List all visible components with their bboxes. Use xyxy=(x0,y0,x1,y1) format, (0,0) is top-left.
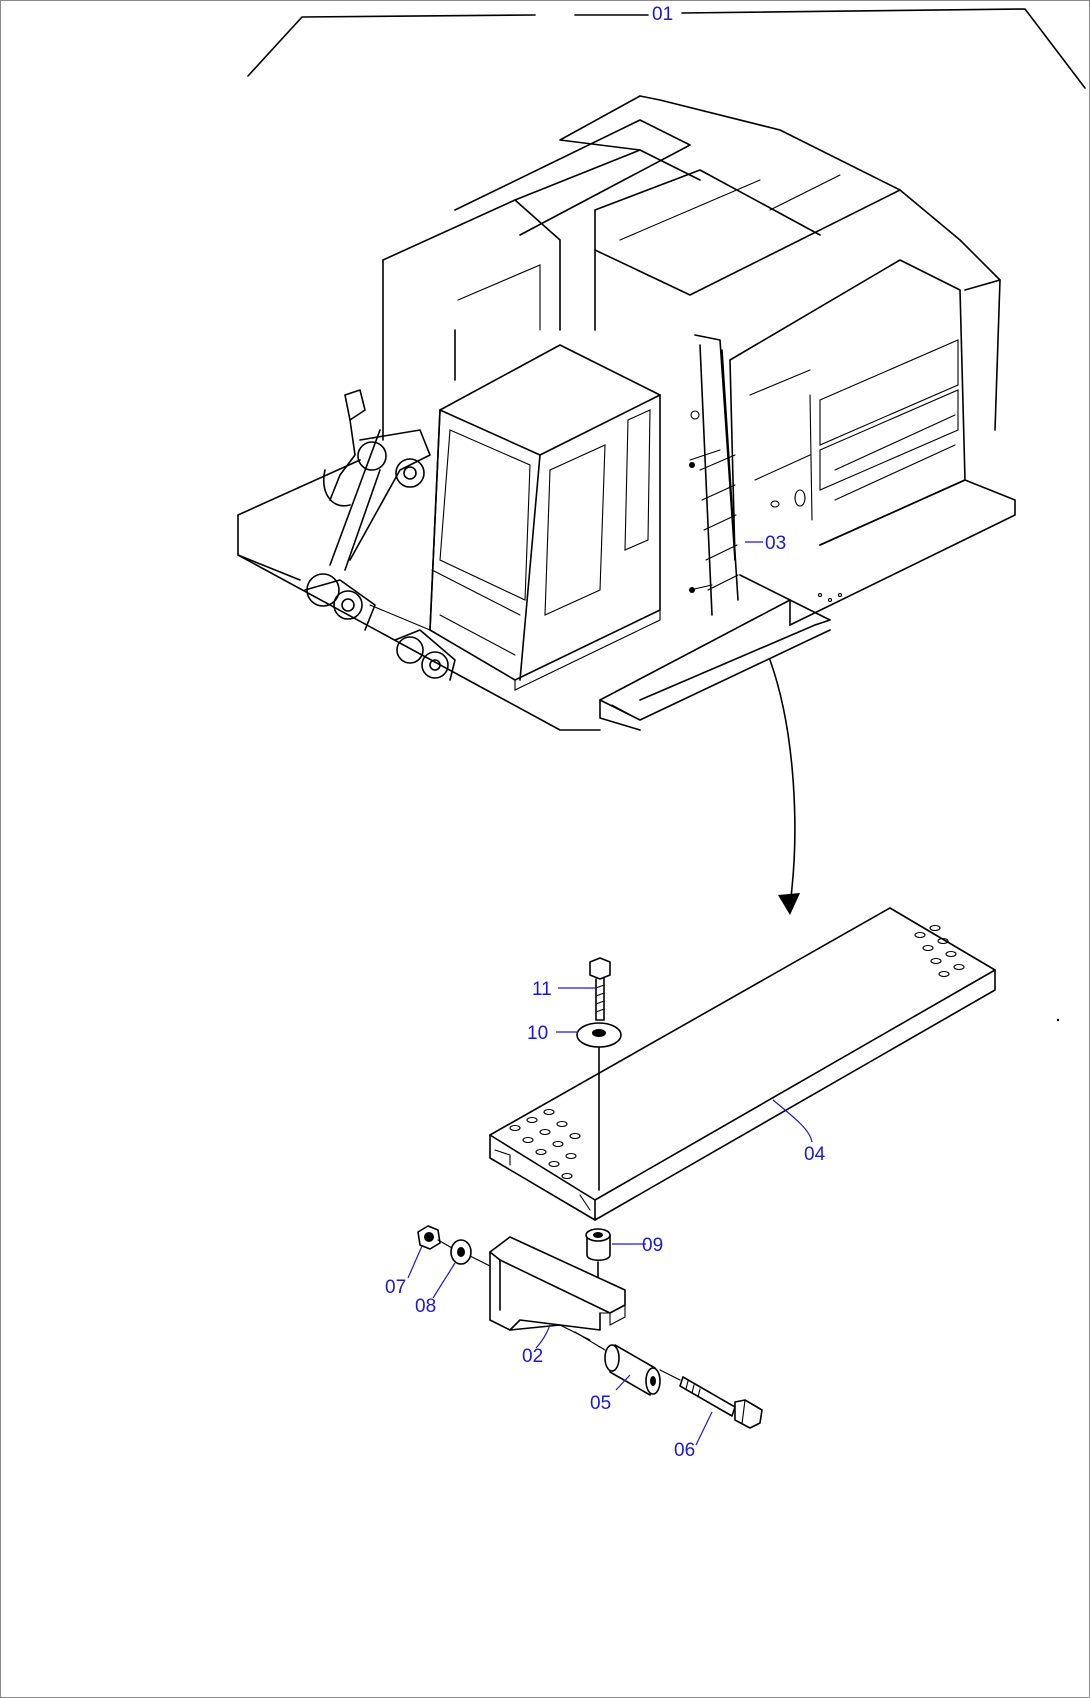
label-04: 04 xyxy=(804,1144,826,1165)
stray-dot xyxy=(1056,1018,1060,1022)
nut-07-part xyxy=(417,1225,441,1250)
callout-labels: 01 02 03 04 05 06 07 08 09 10 11 xyxy=(385,4,826,1461)
assembly-bracket xyxy=(247,8,1086,89)
label-02: 02 xyxy=(522,1346,543,1367)
bolt-axis-line-2 xyxy=(659,1369,681,1381)
label-11: 11 xyxy=(532,979,552,1000)
bolt-11-part xyxy=(589,957,611,1021)
label-10: 10 xyxy=(527,1023,548,1044)
label-07: 07 xyxy=(385,1277,406,1298)
label-06: 06 xyxy=(674,1440,695,1461)
washer-10-part xyxy=(576,1022,622,1048)
washer-08-part xyxy=(450,1239,472,1265)
sleeve-05-part xyxy=(604,1344,661,1396)
label-01: 01 xyxy=(652,4,673,25)
step-plate-part xyxy=(489,907,996,1221)
sleeve-axis-line xyxy=(574,1331,606,1351)
detail-arrow xyxy=(769,659,800,915)
label-09: 09 xyxy=(642,1235,663,1256)
label-05: 05 xyxy=(590,1393,611,1414)
nut-axis-line xyxy=(437,1239,491,1267)
collar-09-part xyxy=(585,1228,611,1262)
label-03: 03 xyxy=(765,533,786,554)
bracket-02-part xyxy=(489,1236,626,1341)
bolt-06-part xyxy=(679,1376,763,1429)
machine-assembly xyxy=(237,95,1016,731)
label-08: 08 xyxy=(415,1296,436,1317)
leader-lines xyxy=(407,541,813,1446)
